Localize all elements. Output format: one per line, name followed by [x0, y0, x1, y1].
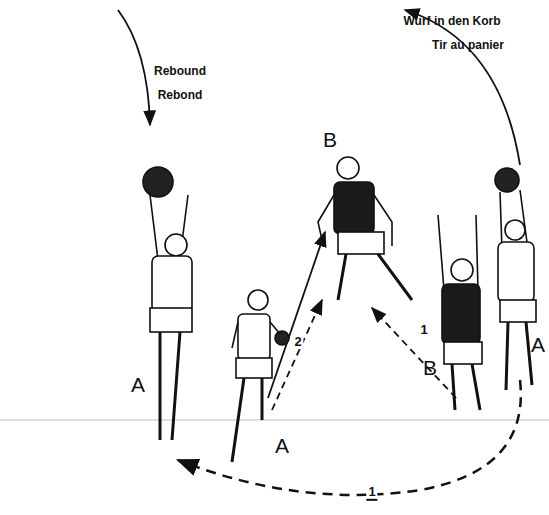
- caption-label: Wurf in den Korb: [403, 15, 500, 28]
- callout-number: 2: [292, 335, 303, 349]
- player-letter: A: [531, 333, 545, 356]
- player-letter: B: [423, 356, 437, 379]
- callout-number: 1: [418, 323, 429, 337]
- rebound-arrow: [118, 10, 150, 125]
- caption-label: Rebound: [154, 65, 206, 78]
- players: [143, 157, 536, 462]
- caption-label: Tir au panier: [432, 39, 504, 52]
- player-letter: A: [275, 434, 289, 457]
- caption-label: Rebond: [158, 89, 203, 102]
- callout-number: 1: [366, 485, 377, 501]
- shot-arrow: [405, 10, 520, 165]
- run-arrow: [178, 380, 521, 495]
- player-letter: B: [323, 128, 337, 151]
- move-arrow: [272, 300, 322, 410]
- pass-arrow: [268, 232, 325, 398]
- floor-line: [0, 420, 549, 421]
- player-letter: A: [131, 373, 145, 396]
